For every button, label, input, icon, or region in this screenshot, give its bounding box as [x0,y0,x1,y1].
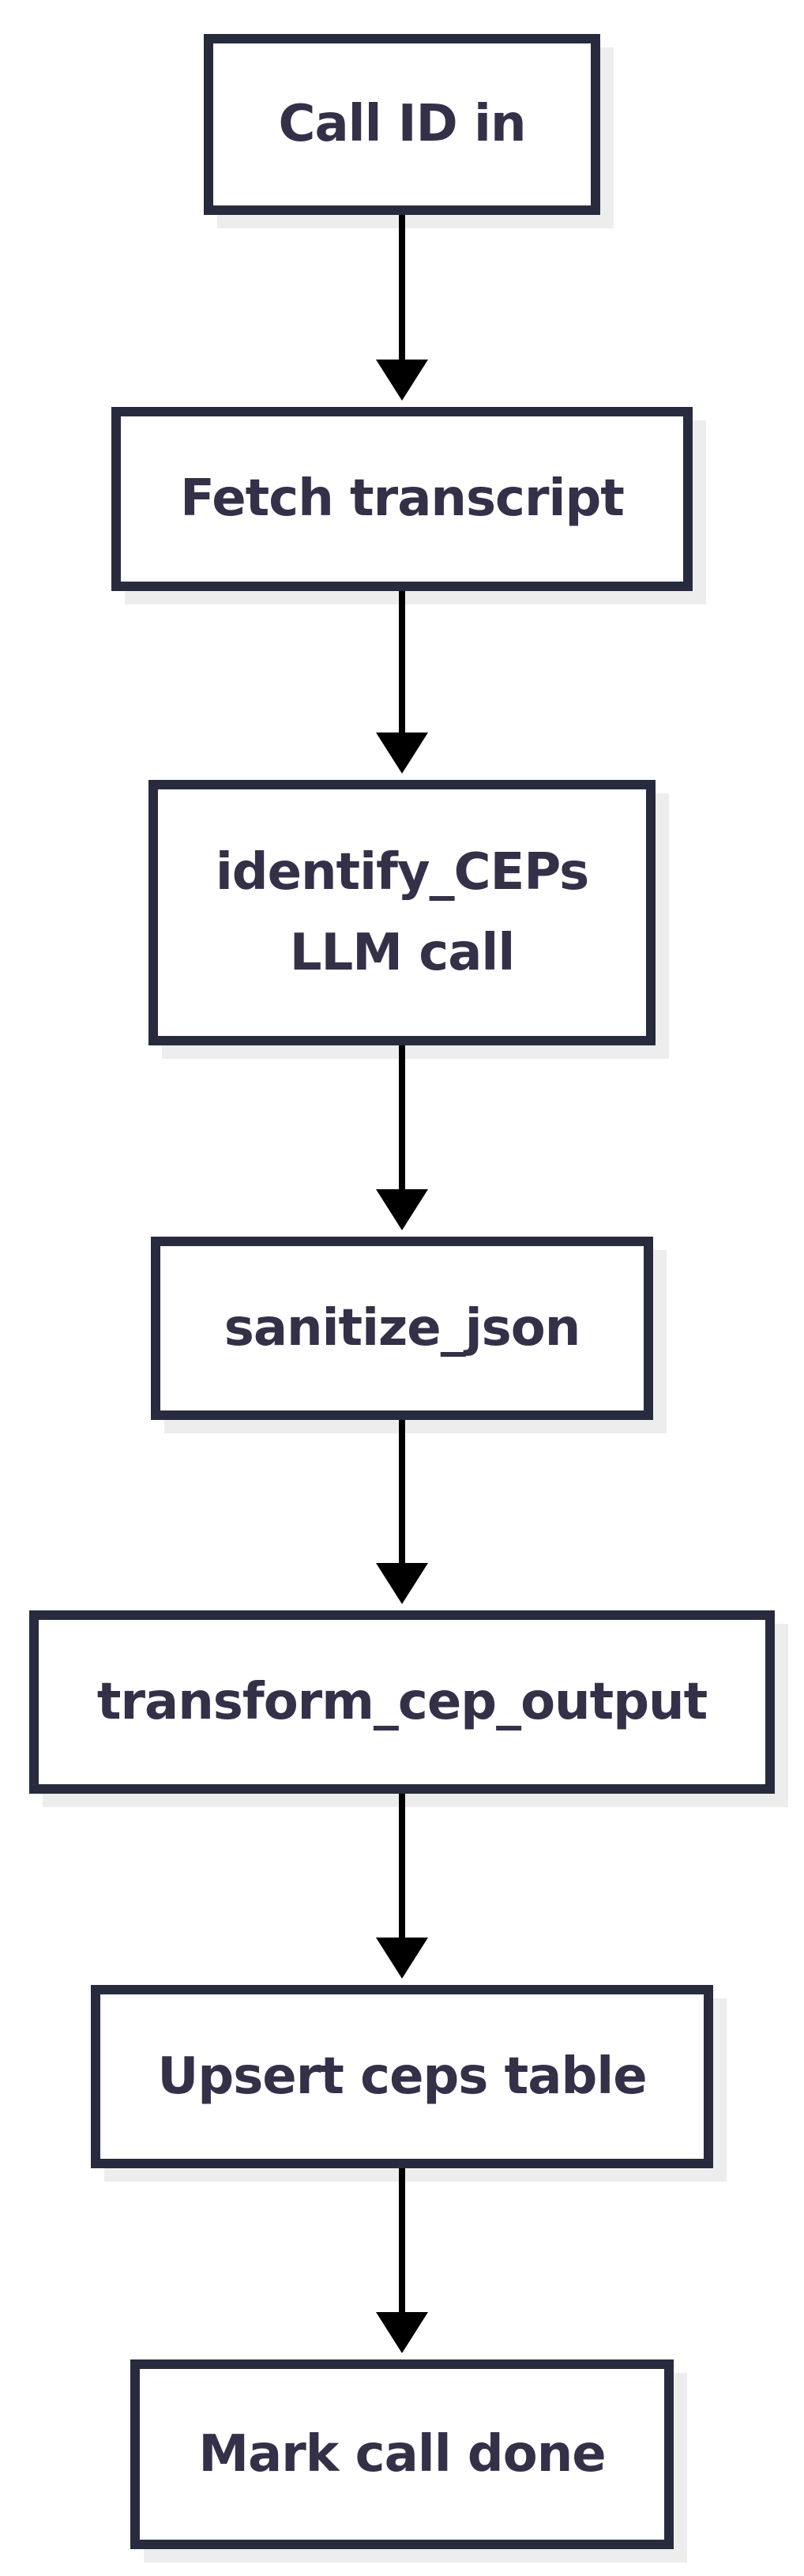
arrow-line [399,591,405,733]
flow-arrow-3 [376,1045,428,1230]
arrow-down-icon [376,1563,428,1604]
flow-arrow-6 [376,2168,428,2353]
flow-node-transform-cep-output: transform_cep_output [29,1610,775,1794]
arrow-down-icon [376,2312,428,2353]
flow-node-label: Call ID in [278,95,526,154]
flow-node-label: Mark call done [198,2424,606,2484]
flow-node-upsert-ceps-table: Upsert ceps table [91,1985,713,2168]
flow-node-identify-ceps-llm-call: identify_CEPs LLM call [148,780,656,1045]
arrow-line [399,1045,405,1189]
arrow-line [399,1420,405,1563]
arrow-down-icon [376,1189,428,1230]
flow-node-label: Upsert ceps table [157,2047,647,2106]
flow-arrow-2 [376,591,428,774]
arrow-down-icon [376,360,428,401]
flow-node-label: identify_CEPs LLM call [215,842,589,982]
flow-node-label: Fetch transcript [180,469,625,529]
arrow-down-icon [376,733,428,774]
arrow-down-icon [376,1938,428,1979]
flow-node-label: transform_cep_output [96,1672,708,1731]
flow-node-fetch-transcript: Fetch transcript [111,407,693,591]
arrow-line [399,1794,405,1938]
flow-node-mark-call-done: Mark call done [130,2359,674,2549]
flow-arrow-5 [376,1794,428,1979]
flow-node-sanitize-json: sanitize_json [151,1237,653,1420]
flow-arrow-1 [376,215,428,401]
flow-arrow-4 [376,1420,428,1604]
arrow-line [399,215,405,360]
flow-node-label: sanitize_json [224,1298,581,1358]
arrow-line [399,2168,405,2312]
flow-node-call-id-in: Call ID in [204,34,600,215]
